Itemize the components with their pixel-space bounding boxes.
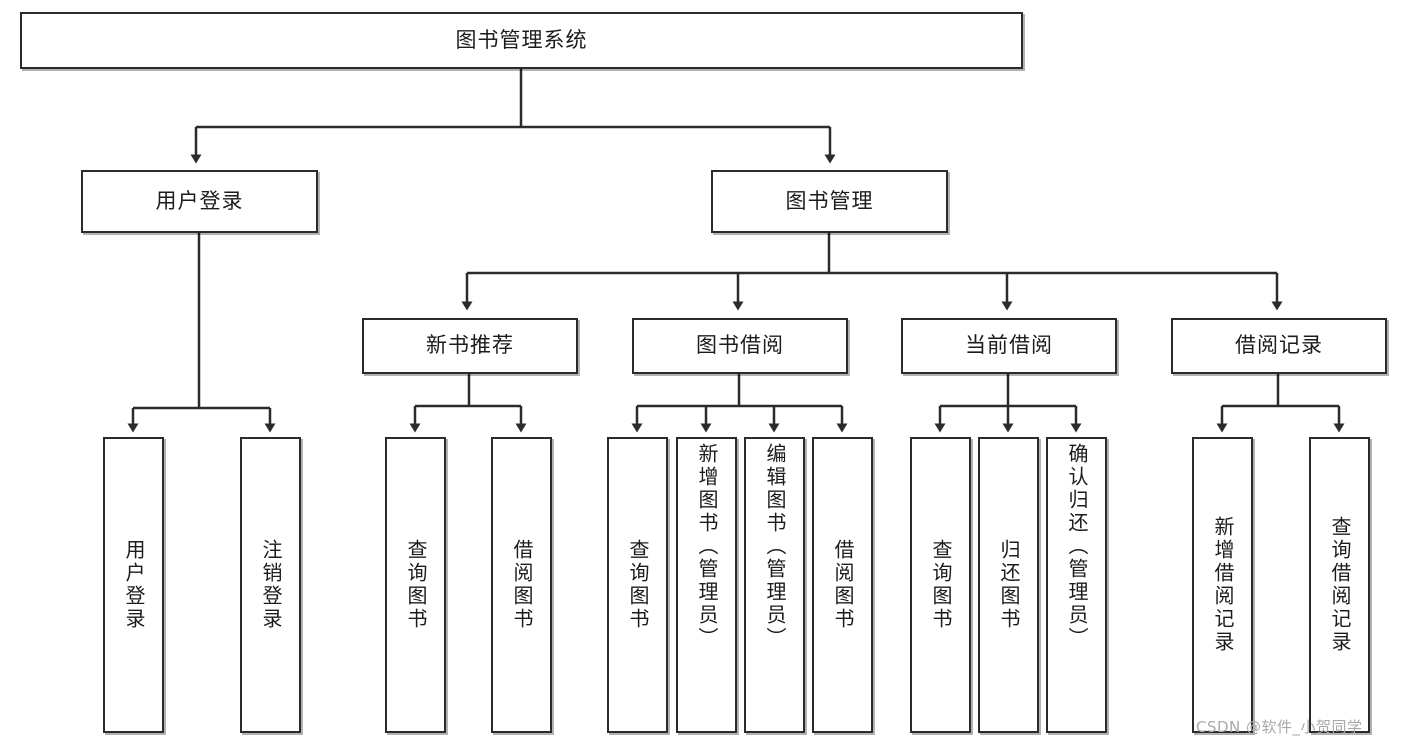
- node-leaf-confirm-return[interactable]: 确认归还（管理员）: [1046, 437, 1107, 733]
- node-root-label: 图书管理系统: [455, 27, 588, 52]
- node-leaf-query-record[interactable]: 查询借阅记录: [1309, 437, 1370, 733]
- node-leaf-add-book-label: 新增图书（管理员）: [695, 443, 719, 650]
- node-leaf-return-book-label: 归还图书: [997, 539, 1021, 631]
- node-leaf-return-book[interactable]: 归还图书: [978, 437, 1039, 733]
- node-leaf-query-book-3-label: 查询图书: [929, 539, 953, 631]
- node-leaf-edit-book[interactable]: 编辑图书（管理员）: [744, 437, 805, 733]
- node-book-manage[interactable]: 图书管理: [711, 170, 948, 233]
- node-leaf-logout-login-label: 注销登录: [259, 539, 283, 631]
- node-leaf-borrow-book-2-label: 借阅图书: [831, 539, 855, 631]
- node-new-book-recommend-label: 新书推荐: [426, 333, 514, 358]
- node-book-borrow-label: 图书借阅: [696, 333, 784, 358]
- node-leaf-query-book-3[interactable]: 查询图书: [910, 437, 971, 733]
- node-leaf-add-record[interactable]: 新增借阅记录: [1192, 437, 1253, 733]
- node-leaf-query-book-1-label: 查询图书: [404, 539, 428, 631]
- node-leaf-query-book-1[interactable]: 查询图书: [385, 437, 446, 733]
- node-leaf-query-book-2-label: 查询图书: [626, 539, 650, 631]
- node-leaf-add-book[interactable]: 新增图书（管理员）: [676, 437, 737, 733]
- csdn-watermark: CSDN @软件_小贺同学: [1196, 718, 1363, 736]
- node-leaf-query-book-2[interactable]: 查询图书: [607, 437, 668, 733]
- node-leaf-borrow-book-2[interactable]: 借阅图书: [812, 437, 873, 733]
- node-leaf-borrow-book-1[interactable]: 借阅图书: [491, 437, 552, 733]
- node-book-manage-label: 图书管理: [785, 188, 874, 213]
- node-leaf-user-login-label: 用户登录: [122, 539, 146, 631]
- node-leaf-edit-book-label: 编辑图书（管理员）: [763, 443, 787, 650]
- node-leaf-query-record-label: 查询借阅记录: [1328, 516, 1352, 654]
- node-borrow-record[interactable]: 借阅记录: [1171, 318, 1387, 374]
- node-new-book-recommend[interactable]: 新书推荐: [362, 318, 578, 374]
- node-user-login[interactable]: 用户登录: [81, 170, 318, 233]
- node-current-borrow-label: 当前借阅: [965, 333, 1053, 358]
- node-root[interactable]: 图书管理系统: [20, 12, 1023, 69]
- node-leaf-user-login[interactable]: 用户登录: [103, 437, 164, 733]
- node-user-login-label: 用户登录: [155, 188, 244, 213]
- node-current-borrow[interactable]: 当前借阅: [901, 318, 1117, 374]
- node-leaf-confirm-return-label: 确认归还（管理员）: [1065, 443, 1089, 650]
- node-book-borrow[interactable]: 图书借阅: [632, 318, 848, 374]
- node-borrow-record-label: 借阅记录: [1235, 333, 1323, 358]
- node-leaf-add-record-label: 新增借阅记录: [1211, 516, 1235, 654]
- node-leaf-logout-login[interactable]: 注销登录: [240, 437, 301, 733]
- node-leaf-borrow-book-1-label: 借阅图书: [510, 539, 534, 631]
